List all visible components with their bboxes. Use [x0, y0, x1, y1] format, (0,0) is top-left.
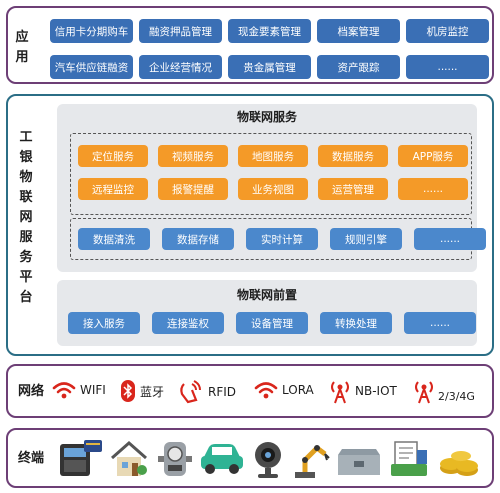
- iot-front-title: 物联网前置: [236, 288, 297, 302]
- app-row2-item-3: 贵金属管理: [228, 55, 311, 79]
- rfid-icon: [180, 380, 201, 404]
- app-row1-item-1: 信用卡分期购车: [50, 19, 133, 43]
- app-row2-item-4: 资产跟踪: [317, 55, 400, 79]
- network-layer-label: 网络: [17, 384, 44, 399]
- data-service-item-1: 数据清洗: [78, 228, 150, 250]
- application-layer-label: 应 用: [14, 28, 30, 68]
- terminal-layer: [6, 428, 494, 488]
- network-layer: [6, 364, 494, 418]
- robot-arm-icon: [287, 436, 333, 482]
- lora-icon: [254, 382, 278, 399]
- network-label-lora: LORA: [282, 383, 314, 397]
- cellular-icon: [415, 381, 433, 404]
- service-row2-item-2: 报警提醒: [158, 178, 228, 200]
- gold-coins-icon: [436, 436, 482, 482]
- service-row2-item-1: 远程监控: [78, 178, 148, 200]
- app-row2-item-5: ......: [406, 55, 489, 79]
- bluetooth-icon: [121, 380, 135, 402]
- document-scanner-icon: [386, 436, 432, 482]
- network-label-cellular: 2/3/4G: [438, 389, 475, 403]
- service-row2-item-5: ......: [398, 178, 468, 200]
- service-row1-item-2: 视频服务: [158, 145, 228, 167]
- network-label-rfid: RFID: [208, 385, 237, 399]
- smart-meter-icon: [152, 436, 198, 482]
- wifi-icon: [52, 382, 76, 399]
- smart-home-icon: [106, 436, 152, 482]
- app-row1-item-4: 档案管理: [317, 19, 400, 43]
- network-label-nbiot: NB-IOT: [355, 384, 397, 398]
- front-service-item-2: 连接鉴权: [152, 312, 224, 334]
- network-item-nbiot: NB-IOT: [329, 378, 397, 404]
- application-layer: [6, 6, 494, 84]
- app-row1-item-2: 融资押品管理: [139, 19, 222, 43]
- car-icon: [197, 436, 247, 482]
- data-service-item-3: 实时计算: [246, 228, 318, 250]
- platform-layer-label: 工 银 物 联 网 服 务 平 台: [18, 128, 34, 308]
- service-row2-item-4: 运营管理: [318, 178, 388, 200]
- platform-layer: [6, 94, 494, 356]
- services-dashed-box: [70, 133, 472, 215]
- terminal-layer-label: 终端: [17, 451, 44, 466]
- network-item-rfid: RFID: [178, 380, 236, 404]
- app-row1-item-3: 现金要素管理: [228, 19, 311, 43]
- app-row2-item-1: 汽车供应链融资: [50, 55, 133, 79]
- camera-icon: [245, 436, 291, 482]
- safe-box-icon: [334, 436, 384, 482]
- service-row1-item-4: 数据服务: [318, 145, 388, 167]
- service-row2-item-3: 业务视图: [238, 178, 308, 200]
- application-label-text: 应 用: [15, 30, 29, 65]
- service-row1-item-1: 定位服务: [78, 145, 148, 167]
- app-row2-item-2: 企业经营情况: [139, 55, 222, 79]
- network-item-bluetooth: 蓝牙: [120, 380, 164, 402]
- data-service-item-5: ......: [414, 228, 486, 250]
- antenna-icon: [331, 381, 349, 404]
- network-item-wifi: WIFI: [52, 380, 106, 400]
- network-item-lora: LORA: [254, 380, 314, 400]
- iot-services-title: 物联网服务: [236, 110, 297, 124]
- platform-label-text: 工 银 物 联 网 服 务 平 台: [19, 130, 33, 305]
- data-service-item-2: 数据存储: [162, 228, 234, 250]
- front-service-item-1: 接入服务: [68, 312, 140, 334]
- network-label-bluetooth: 蓝牙: [140, 384, 165, 399]
- data-service-item-4: 规则引擎: [330, 228, 402, 250]
- app-row1-item-5: 机房监控: [406, 19, 489, 43]
- front-service-item-5: ......: [404, 312, 476, 334]
- front-service-item-4: 转换处理: [320, 312, 392, 334]
- front-service-item-3: 设备管理: [236, 312, 308, 334]
- service-row1-item-3: 地图服务: [238, 145, 308, 167]
- service-row1-item-5: APP服务: [398, 145, 468, 167]
- network-label-wifi: WIFI: [80, 383, 106, 397]
- pos-terminal-icon: [58, 436, 104, 482]
- network-item-cellular: 2/3/4G: [414, 378, 475, 404]
